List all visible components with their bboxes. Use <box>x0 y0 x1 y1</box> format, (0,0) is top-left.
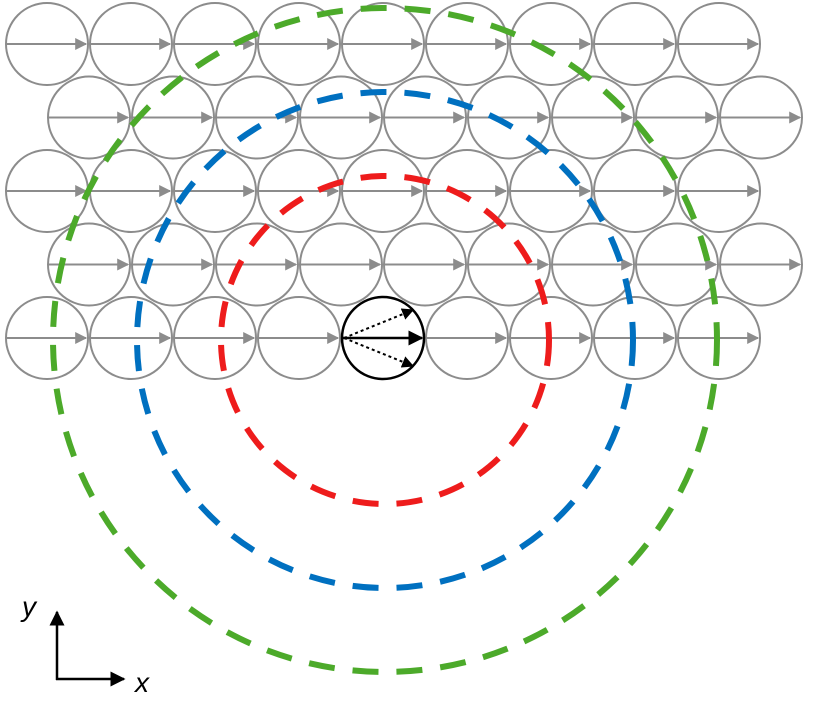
radiation-rings <box>50 5 720 675</box>
lattice-element <box>341 2 425 86</box>
lattice-element <box>719 75 803 160</box>
lattice-element <box>89 296 173 380</box>
lattice-element <box>215 75 299 160</box>
lattice-element <box>509 149 593 233</box>
lattice-element <box>719 222 803 307</box>
lattice-element <box>341 149 425 233</box>
dotted-arrow-down <box>343 337 415 368</box>
lattice-element <box>131 75 215 160</box>
lattice-element <box>593 2 677 86</box>
outer-ring <box>50 5 720 675</box>
lattice-element <box>509 2 593 86</box>
lattice-element <box>551 222 635 307</box>
element-lattice <box>5 2 803 380</box>
lattice-element <box>257 149 341 233</box>
lattice-element <box>299 75 383 160</box>
lattice-element <box>173 2 257 86</box>
lattice-element <box>425 296 509 380</box>
dotted-arrow-up <box>343 308 415 339</box>
inner-ring <box>218 173 552 507</box>
lattice-element <box>131 222 215 307</box>
source-element <box>340 295 426 381</box>
lattice-element <box>215 222 299 307</box>
coordinate-axes: y x <box>20 591 150 698</box>
lattice-element <box>89 2 173 86</box>
lattice-element <box>173 296 257 380</box>
lattice-element <box>635 222 719 307</box>
x-axis-label: x <box>133 667 150 698</box>
lattice-element <box>5 2 89 86</box>
lattice-element <box>677 2 761 86</box>
lattice-element <box>383 222 467 307</box>
lattice-element <box>425 149 509 233</box>
lattice-element <box>383 75 467 160</box>
lattice-element <box>467 75 551 160</box>
lattice-element <box>89 149 173 233</box>
lattice-element <box>467 222 551 307</box>
lattice-element <box>551 75 635 160</box>
middle-ring <box>134 89 636 591</box>
lattice-element <box>5 296 89 380</box>
lattice-element <box>635 75 719 160</box>
lattice-element <box>257 296 341 380</box>
lattice-element <box>593 149 677 233</box>
lattice-element <box>257 2 341 86</box>
lattice-element <box>299 222 383 307</box>
lattice-element <box>47 75 131 160</box>
y-axis-label: y <box>20 591 38 622</box>
lattice-element <box>425 2 509 86</box>
lattice-element <box>677 149 761 233</box>
